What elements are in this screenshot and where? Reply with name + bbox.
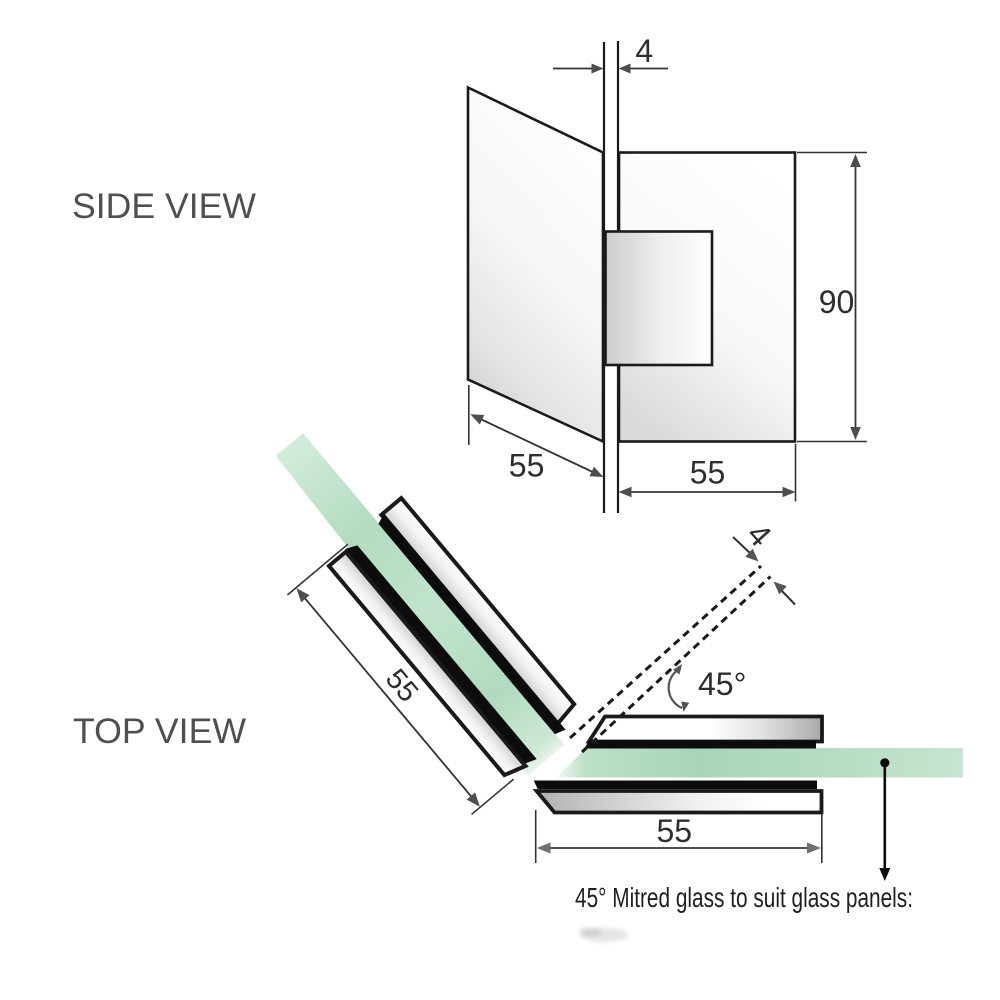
svg-text:90: 90 (819, 284, 855, 320)
svg-text:45°: 45° (698, 666, 746, 702)
svg-text:55: 55 (690, 455, 726, 491)
svg-text:45° Mitred glass to suit glass: 45° Mitred glass to suit glass panels: (575, 882, 913, 913)
svg-text:55: 55 (509, 447, 545, 483)
svg-text:4: 4 (635, 33, 653, 69)
svg-text:SIDE VIEW: SIDE VIEW (72, 187, 256, 226)
svg-text:55: 55 (657, 813, 693, 849)
svg-text:TOP VIEW: TOP VIEW (73, 712, 246, 751)
